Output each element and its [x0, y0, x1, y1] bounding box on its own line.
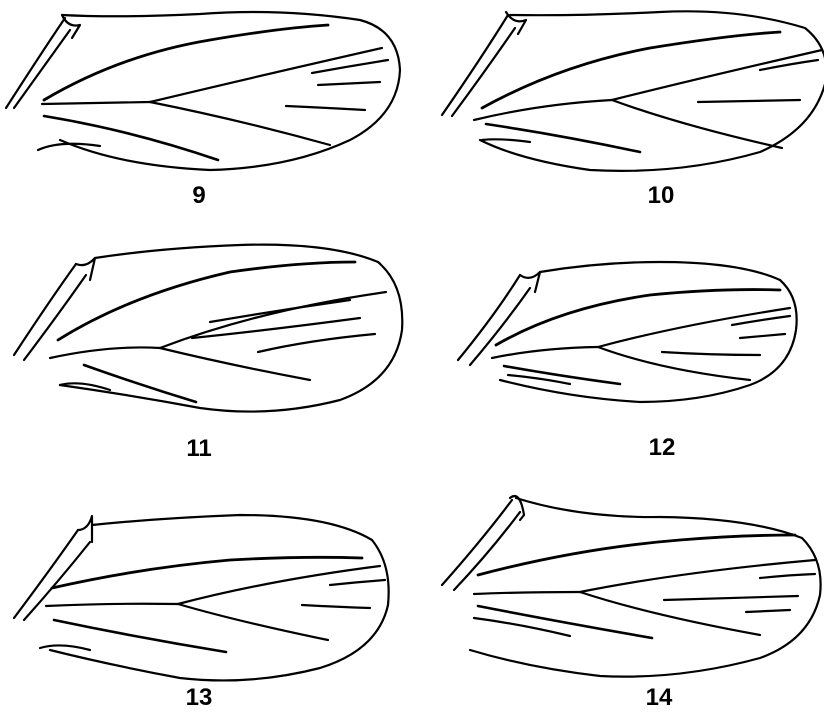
- wing-drawing-10: [442, 11, 824, 171]
- medial-vein: [612, 100, 782, 148]
- vein-apical-3: [258, 334, 375, 352]
- wing-drawing-14: [442, 496, 821, 677]
- medial-vein: [150, 102, 330, 145]
- costal-vein: [14, 264, 76, 355]
- costal-vein: [442, 500, 512, 585]
- costal-vein-inner: [24, 275, 86, 360]
- wing-drawing-9: [6, 12, 400, 170]
- anal-vein-lower: [38, 144, 100, 150]
- subcostal-vein: [44, 25, 328, 100]
- figure-label-9: 9: [159, 184, 239, 208]
- wing-outline: [500, 262, 797, 402]
- subcostal-vein: [58, 262, 355, 340]
- costal-vein-inner: [14, 30, 70, 108]
- costal-vein-inner: [452, 28, 515, 116]
- vein-apical-3: [318, 82, 380, 85]
- subcostal-vein: [478, 535, 795, 575]
- figure-label-14: 14: [619, 686, 699, 710]
- cubital-vein: [474, 100, 612, 120]
- wing-drawing-13: [14, 515, 389, 680]
- figure-label-11: 11: [159, 437, 239, 461]
- cubital-vein: [42, 102, 150, 104]
- vein-apical-2: [698, 100, 800, 102]
- vein-apical-1: [732, 316, 790, 325]
- wing-drawing-12: [458, 262, 797, 402]
- vein-apical-2: [664, 596, 798, 600]
- wing-base-spur: [78, 516, 92, 542]
- vein-apical-3: [746, 610, 790, 612]
- wing-outline: [470, 498, 821, 677]
- vein-apical-1: [760, 574, 815, 578]
- wing-outline: [60, 245, 402, 412]
- radial-vein: [612, 50, 822, 100]
- cubital-vein: [492, 347, 598, 358]
- vein-apical-2: [286, 106, 365, 110]
- figure-label-13: 13: [159, 686, 239, 710]
- medial-vein: [160, 348, 310, 380]
- cubital-vein: [46, 604, 178, 606]
- figure-label-12: 12: [622, 436, 702, 460]
- wing-drawing-11: [14, 245, 402, 412]
- vein-apical-3: [662, 352, 760, 355]
- costal-vein: [458, 275, 520, 360]
- anal-vein: [486, 124, 640, 152]
- cubital-vein: [50, 347, 160, 358]
- vein-apical-1: [330, 580, 385, 585]
- anal-vein: [44, 116, 218, 160]
- figure-label-10: 10: [621, 184, 701, 208]
- costal-vein-inner: [454, 512, 520, 590]
- anal-vein-lower: [482, 139, 530, 142]
- radial-vein: [150, 48, 382, 102]
- vein-apical-2: [740, 334, 785, 338]
- subcostal-vein: [52, 557, 362, 588]
- vein-apical-1: [210, 300, 350, 322]
- anal-vein: [504, 366, 620, 384]
- wing-outline: [50, 515, 389, 680]
- cubital-vein: [474, 592, 580, 594]
- anal-vein-lower: [40, 645, 90, 650]
- radial-vein: [598, 308, 790, 347]
- medial-vein: [178, 604, 328, 640]
- radial-vein: [178, 566, 380, 604]
- vein-apical-2: [302, 605, 370, 608]
